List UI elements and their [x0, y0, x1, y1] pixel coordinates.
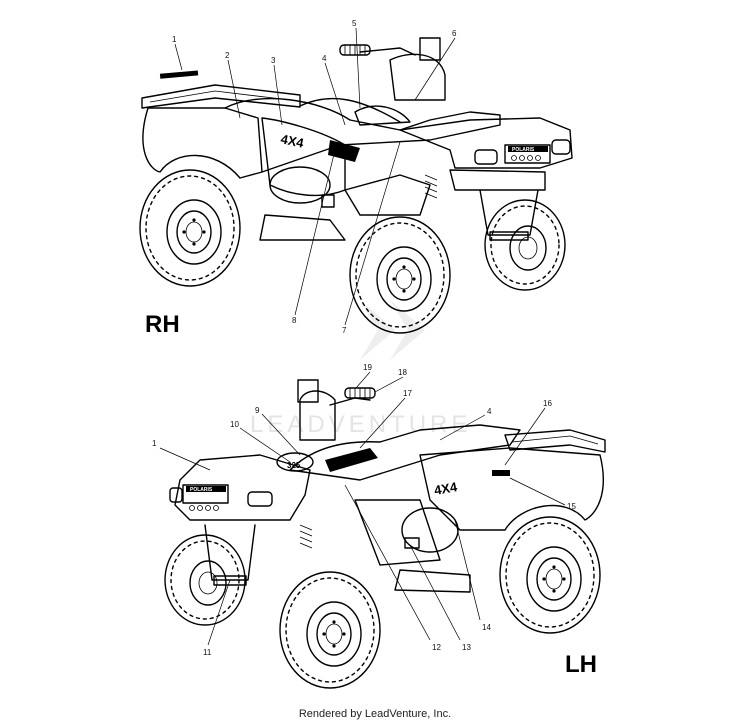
rh-view-label: RH [145, 311, 180, 338]
rh-callout-8: 8 [292, 316, 297, 325]
rear-wheel [139, 169, 241, 287]
lh-brand-decal: POLARIS [190, 487, 213, 493]
lh-callout-13: 13 [462, 643, 471, 652]
rh-callout-1: 1 [172, 35, 177, 44]
rh-brand-decal: POLARIS [512, 147, 535, 153]
lh-callout-14: 14 [482, 623, 491, 632]
rh-callout-6: 6 [452, 29, 457, 38]
footer-credit: Rendered by LeadVenture, Inc. [298, 708, 452, 720]
lh-callouts: 1 4 9 10 11 12 13 14 15 16 17 18 19 [152, 363, 576, 657]
rh-callouts: 1 2 3 4 5 6 7 8 [159, 19, 457, 335]
lh-4x4-decal: 4X4 [433, 479, 459, 498]
lh-callout-4: 4 [487, 407, 492, 416]
lh-front-wheel [279, 571, 381, 689]
lh-callout-15: 15 [567, 502, 576, 511]
lh-callout-16: 16 [543, 399, 552, 408]
atv-right-hand-view: POLARIS 4X4 RH 1 2 3 4 5 [139, 19, 573, 338]
watermark: LEADVENTURE [250, 300, 471, 438]
lh-callout-11: 11 [203, 648, 212, 657]
rh-callout-3: 3 [271, 56, 276, 65]
lh-callout-1: 1 [152, 439, 157, 448]
lh-view-label: LH [565, 651, 597, 678]
rh-callout-4: 4 [322, 54, 327, 63]
rh-4x4-decal: 4X4 [279, 131, 305, 151]
watermark-text: LEADVENTURE [250, 411, 471, 438]
lh-callout-9: 9 [255, 406, 260, 415]
lh-model-decal: 325 [287, 461, 301, 470]
lh-rear-wheel [499, 516, 601, 634]
lh-callout-17: 17 [403, 389, 412, 398]
lh-callout-12: 12 [432, 643, 441, 652]
rh-callout-5: 5 [352, 19, 357, 28]
front-far-wheel [484, 199, 566, 291]
lh-callout-10: 10 [230, 420, 239, 429]
lh-callout-19: 19 [363, 363, 372, 372]
rh-callout-7: 7 [342, 326, 347, 335]
lh-callout-18: 18 [398, 368, 407, 377]
rh-callout-2: 2 [225, 51, 230, 60]
atv-left-hand-view: POLARIS 325 4X4 LH [152, 363, 606, 689]
